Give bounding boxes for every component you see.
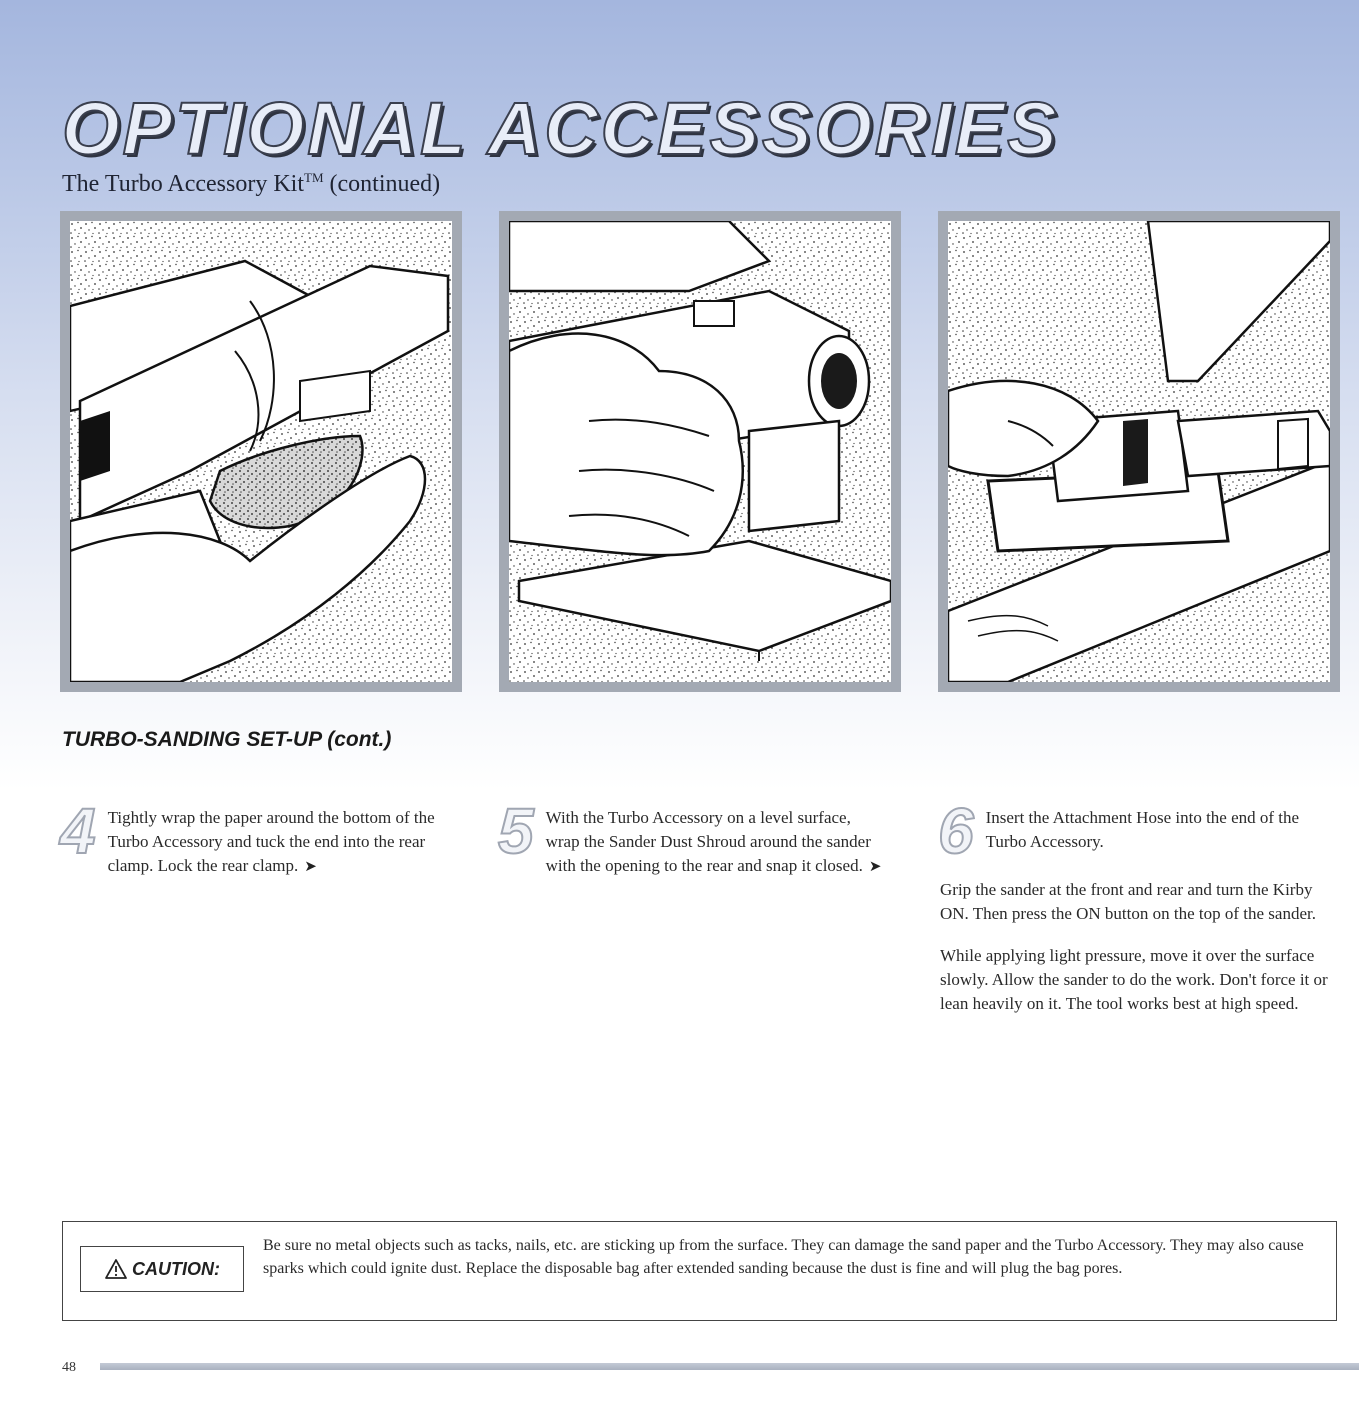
illustration-step-6 (938, 211, 1340, 692)
step-4: 4 Tightly wrap the paper around the bott… (59, 798, 462, 897)
step-4-body: Tightly wrap the paper around the bottom… (62, 806, 462, 879)
warning-triangle-icon (105, 1259, 127, 1279)
sanding-in-use-illustration (948, 221, 1330, 682)
subtitle-text: The Turbo Accessory Kit (62, 171, 304, 197)
step-5: 5 With the Turbo Accessory on a level su… (497, 798, 884, 897)
subtitle-suffix: (continued) (323, 171, 441, 197)
caution-text: Be sure no metal objects such as tacks, … (263, 1237, 1304, 1277)
step-5-body: With the Turbo Accessory on a level surf… (500, 806, 884, 879)
caution-box: CAUTION: Be sure no metal objects such a… (62, 1221, 1337, 1321)
caution-label: CAUTION: (80, 1246, 244, 1292)
continue-arrow-icon: ➤ (304, 859, 317, 875)
illustration-step-4 (60, 211, 462, 692)
step-5-text: With the Turbo Accessory on a level surf… (545, 808, 871, 875)
step-6-grip-text: Grip the sander at the front and rear an… (940, 880, 1316, 923)
section-title: TURBO-SANDING SET-UP (cont.) (62, 728, 392, 751)
step-4-text: Tightly wrap the paper around the bottom… (107, 808, 435, 875)
trademark-mark: TM (304, 170, 324, 185)
footer-rule (100, 1363, 1359, 1370)
caution-label-text: CAUTION: (132, 1258, 220, 1279)
page-number: 48 (62, 1360, 76, 1375)
continue-arrow-icon: ➤ (868, 859, 882, 875)
sandpaper-wrap-illustration (70, 221, 452, 682)
step-6-text: Insert the Attachment Hose into the end … (985, 808, 1300, 851)
illustration-step-5 (499, 211, 901, 692)
step-number: 5 (497, 795, 535, 867)
step-number: 4 (59, 795, 97, 867)
page-title: OPTIONAL ACCESSORIES (61, 87, 1060, 170)
page-subtitle: The Turbo Accessory KitTM (continued) (62, 170, 440, 198)
step-6: 6 Insert the Attachment Hose into the en… (937, 798, 1338, 1034)
dust-shroud-illustration (509, 221, 891, 682)
step-6-pressure-text: While applying light pressure, move it o… (940, 946, 1328, 1013)
step-number: 6 (937, 795, 975, 867)
